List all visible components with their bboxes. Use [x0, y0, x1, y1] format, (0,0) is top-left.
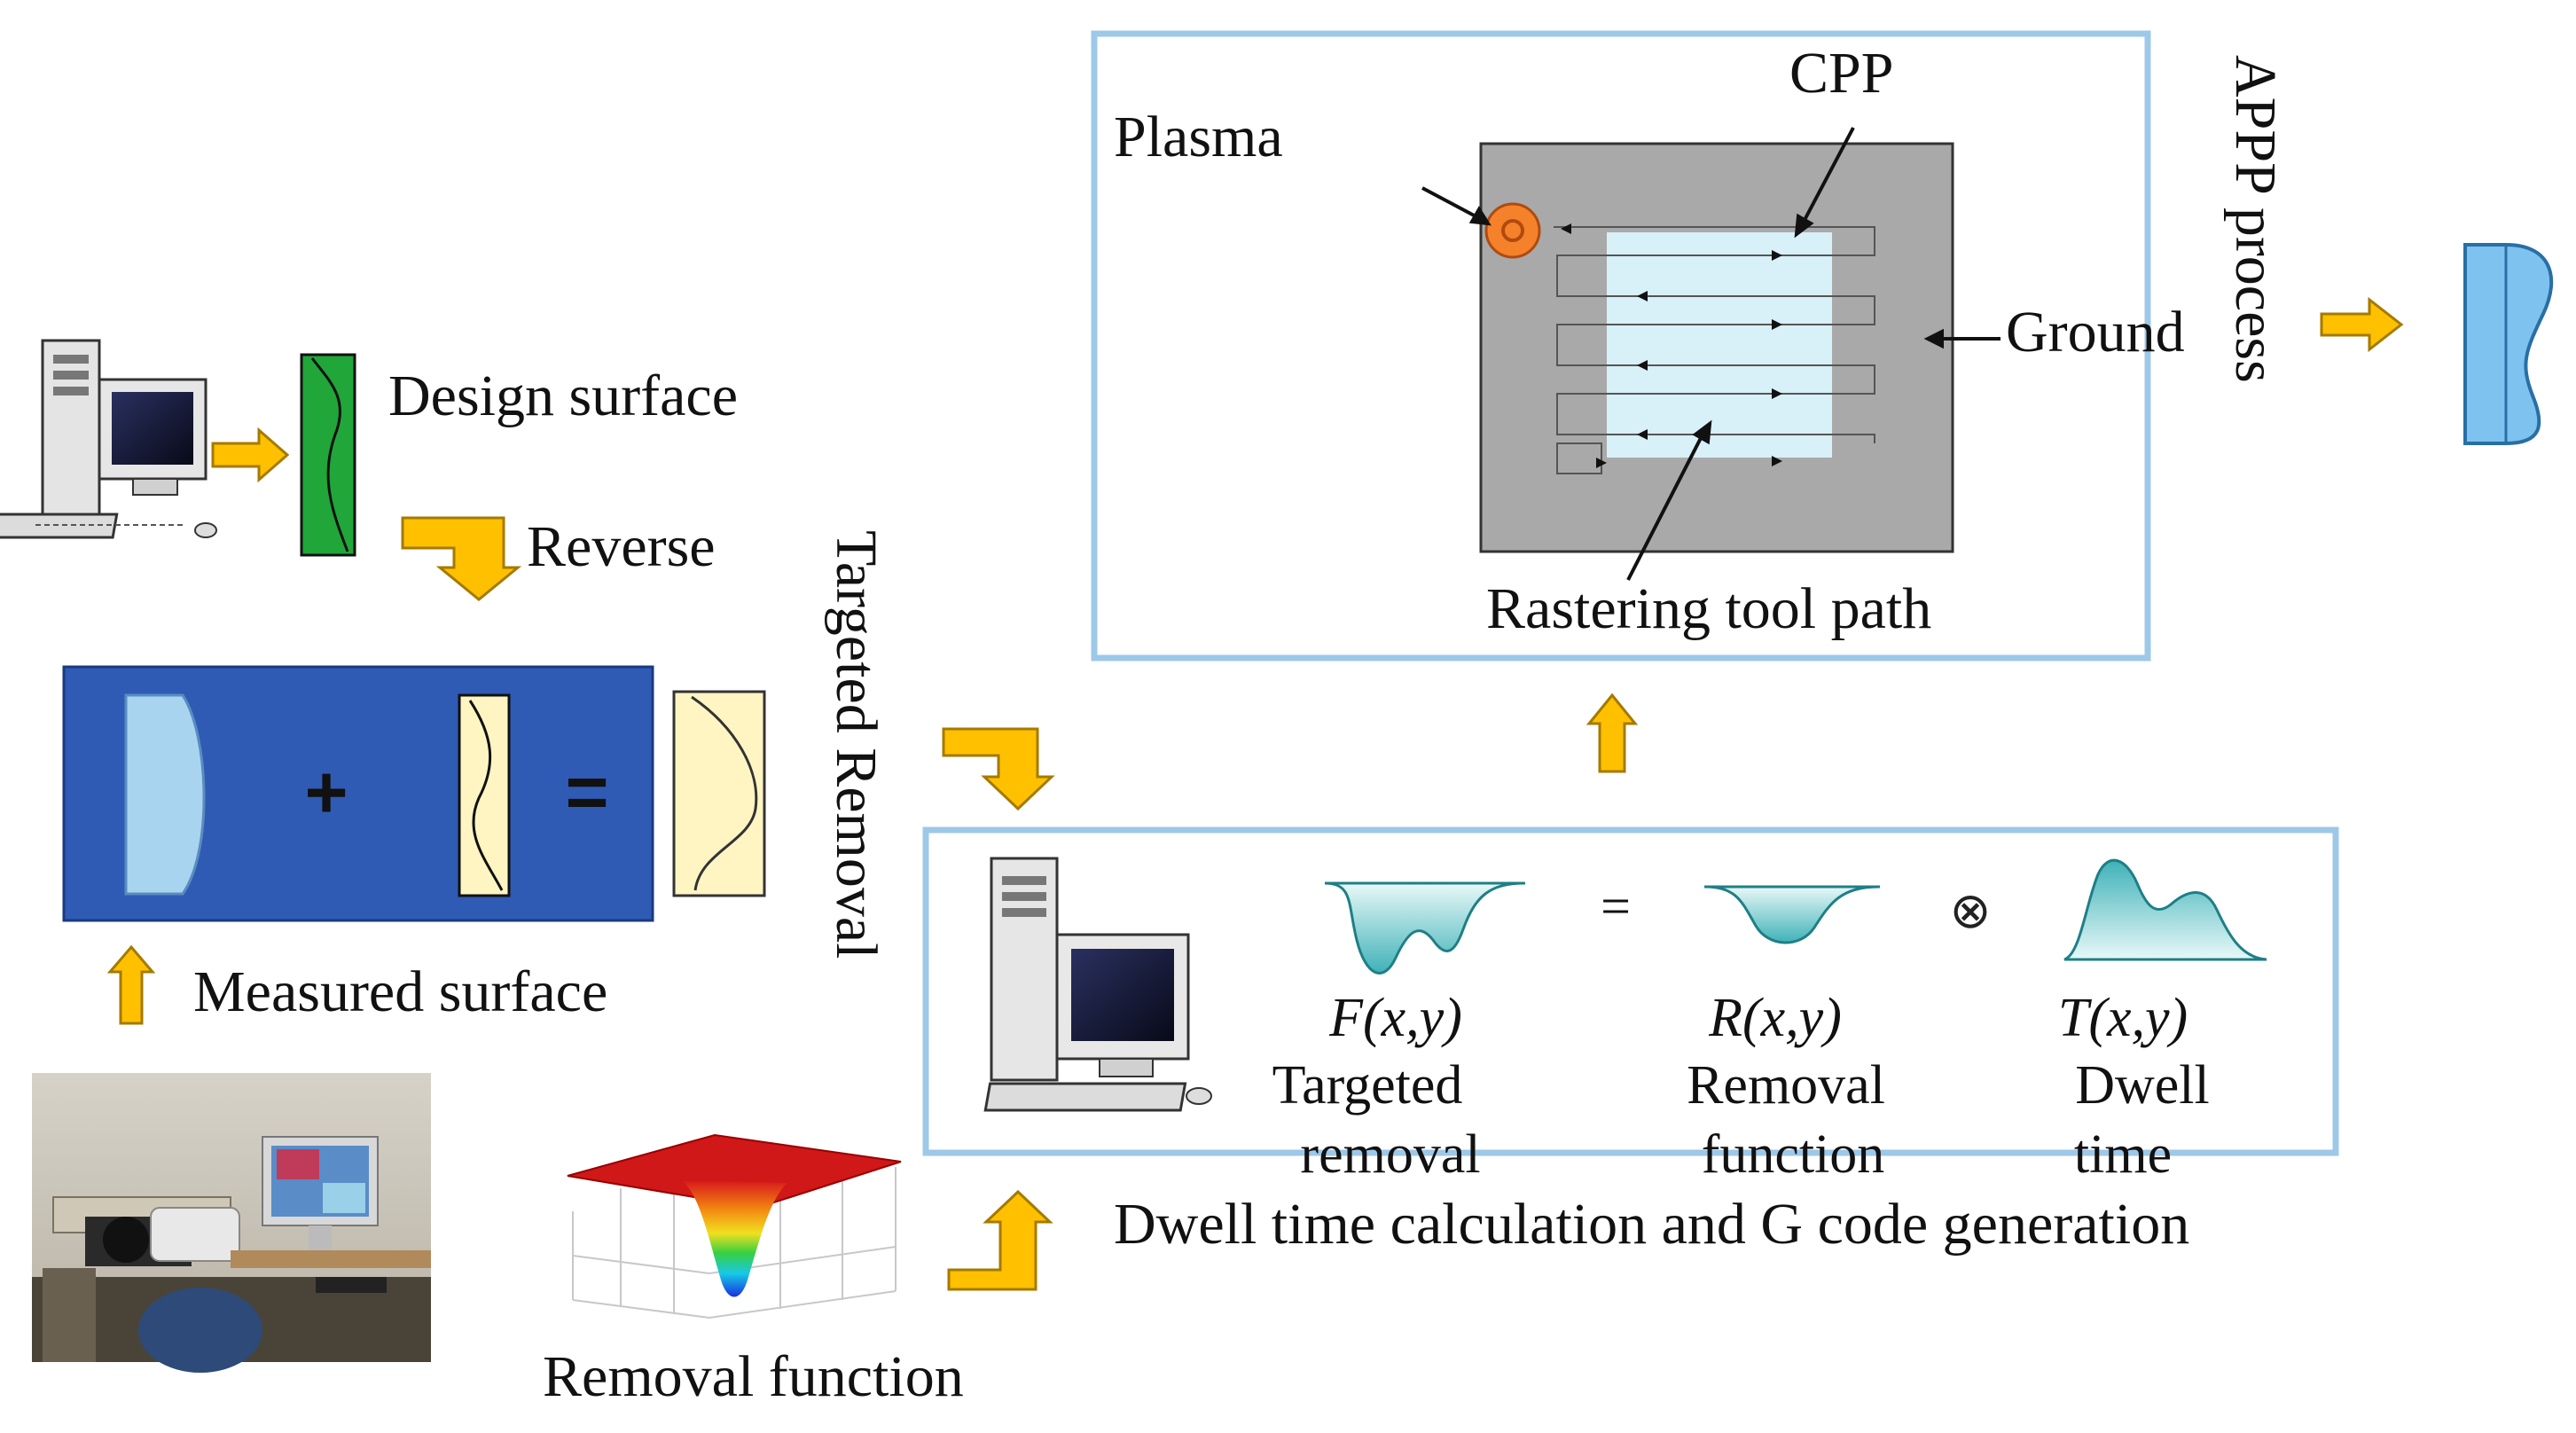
up-arrow-icon — [106, 944, 156, 1025]
targeted-removal-label: Targeted Removal — [824, 530, 889, 959]
lens-shape — [124, 693, 206, 896]
appp-process-box — [1091, 30, 2151, 662]
removal-function-label: Removal function — [543, 1344, 964, 1409]
raster-tool-path — [1554, 226, 1875, 443]
equals-sign: = — [565, 750, 608, 834]
computer-icon — [0, 339, 217, 539]
t-label-line1: Dwell — [2075, 1055, 2210, 1116]
measured-equation-panel: + = — [62, 665, 654, 922]
output-arrow-icon — [2320, 296, 2404, 353]
t-label-line2: time — [2074, 1124, 2172, 1185]
result-surface-shape — [672, 690, 766, 897]
process-up-arrow-icon — [1586, 693, 1639, 773]
r-symbol: R(x,y) — [1708, 988, 1842, 1048]
reverse-label: Reverse — [527, 514, 716, 579]
appp-process-label: APPP process — [2223, 55, 2288, 383]
dwell-caption: Dwell time calculation and G code genera… — [1114, 1192, 2189, 1257]
t-symbol: T(x,y) — [2058, 988, 2188, 1048]
r-label-line1: Removal — [1687, 1055, 1885, 1116]
plasma-label: Plasma — [1114, 105, 1283, 169]
bent-up-arrow-icon — [947, 1189, 1053, 1291]
cpp-label: CPP — [1789, 41, 1893, 106]
cpp-area — [1607, 232, 1832, 458]
measured-surface-label: Measured surface — [193, 959, 607, 1024]
rastering-label: Rastering tool path — [1486, 576, 1931, 641]
finished-part-shape — [2463, 243, 2554, 445]
metrology-lab-photo — [32, 1073, 431, 1373]
removal-function-curve — [1703, 885, 1881, 944]
targeted-removal-curve — [1324, 881, 1526, 975]
plasma-pointer — [1421, 186, 1480, 220]
right-arrow-icon — [211, 427, 290, 483]
workstation-icon — [983, 857, 1212, 1112]
removal-function-surface — [567, 1133, 902, 1319]
f-label-line1: Targeted — [1272, 1055, 1463, 1116]
r-label-line2: function — [1702, 1124, 1885, 1185]
f-label-line2: removal — [1300, 1124, 1480, 1185]
equals-operator: = — [1601, 877, 1631, 936]
raster-direction-arrows — [1561, 223, 1782, 466]
cpp-pointer — [1802, 127, 1855, 223]
ground-label: Ground — [2006, 300, 2185, 364]
f-symbol: F(x,y) — [1328, 988, 1462, 1048]
dwell-calculation-box — [922, 826, 2339, 1156]
convolution-operator: ⊗ — [1950, 882, 1992, 940]
rastering-pointer — [1626, 437, 1703, 581]
design-surface-label: Design surface — [388, 364, 738, 428]
dwell-time-curve — [2063, 858, 2267, 961]
reverse-arrow-icon — [401, 516, 522, 601]
plasma-torch-icon — [1484, 202, 1541, 259]
bent-arrow-icon — [942, 727, 1055, 811]
design-surface-shape — [300, 353, 356, 557]
plus-sign: + — [304, 750, 348, 834]
